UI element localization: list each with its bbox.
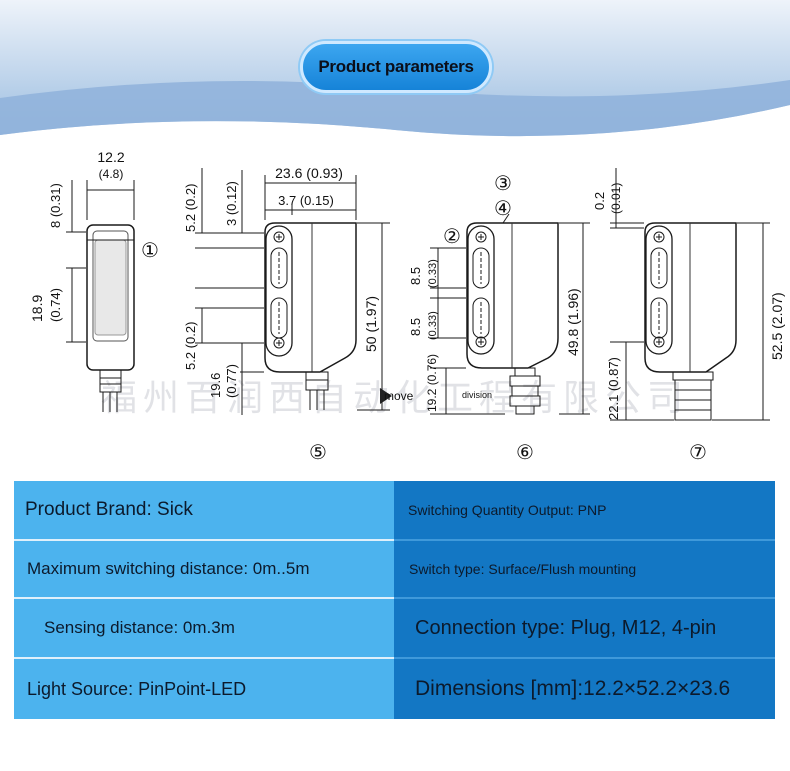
spec-table: Product Brand: Sick Switching Quantity O… xyxy=(14,481,775,719)
view1-body-in: (0.74) xyxy=(48,288,63,322)
view2-top-small: 5.2 (0.2) xyxy=(183,184,198,232)
view2-height: 50 (1.97) xyxy=(363,296,379,352)
spec-row-4-left: Light Source: PinPoint-LED xyxy=(14,659,394,719)
spec-output: Switching Quantity Output: PNP xyxy=(408,502,607,518)
view1-body: 18.9 xyxy=(29,295,45,322)
callout-4: ④ xyxy=(494,198,512,220)
callout-3: ③ xyxy=(494,173,512,195)
callout-7: ⑦ xyxy=(689,442,707,464)
spec-row-2-left: Maximum switching distance: 0m..5m xyxy=(14,541,394,599)
spec-row-2-right: Switch type: Surface/Flush mounting xyxy=(394,541,775,599)
view2-offset: 3.7 (0.15) xyxy=(278,193,334,208)
spec-row-1-left: Product Brand: Sick xyxy=(14,481,394,541)
view3-pitch1-in: (0.33) xyxy=(427,259,439,288)
view2-width: 23.6 (0.93) xyxy=(275,165,343,181)
spec-dimensions: Dimensions [mm]:12.2×52.2×23.6 xyxy=(415,677,731,700)
callout-6: ⑥ xyxy=(516,442,534,464)
spec-row-1-right: Switching Quantity Output: PNP xyxy=(394,481,775,541)
view4-top: 0.2 xyxy=(592,192,607,210)
spec-light-source: Light Source: PinPoint-LED xyxy=(27,678,247,699)
spec-max-distance: Maximum switching distance: 0m..5m xyxy=(27,559,310,578)
view4-lower: 22.1 (0.87) xyxy=(606,357,621,420)
move-label: move xyxy=(384,389,414,403)
view3-note: division xyxy=(462,390,492,400)
view-4-front xyxy=(610,168,770,421)
view3-pitch2: 8.5 xyxy=(408,318,423,336)
view2-bottom-small: 5.2 (0.2) xyxy=(183,322,198,370)
spec-row-4-right: Dimensions [mm]:12.2×52.2×23.6 xyxy=(394,659,775,719)
view4-top-in: (0.01) xyxy=(609,183,623,214)
view-3-front xyxy=(430,213,590,415)
callout-1: ① xyxy=(141,240,159,262)
page-title: Product parameters xyxy=(318,57,474,76)
callout-5: ⑤ xyxy=(309,442,327,464)
spec-switch-type: Switch type: Surface/Flush mounting xyxy=(409,561,637,577)
page-title-pill: Product parameters xyxy=(300,41,492,93)
view3-height: 49.8 (1.96) xyxy=(565,288,581,356)
view2-lower-in: (0.77) xyxy=(224,364,239,398)
view-1-side xyxy=(66,180,135,412)
view2-top-tiny: 3 (0.12) xyxy=(224,181,239,226)
view3-pitch1: 8.5 xyxy=(408,267,423,285)
view1-top: 8 (0.31) xyxy=(48,183,63,228)
spec-brand: Product Brand: Sick xyxy=(25,499,193,520)
spec-row-3-left: Sensing distance: 0m.3m xyxy=(14,599,394,659)
watermark-text: 福州百润西自动化工程有限公司 xyxy=(101,377,689,418)
spec-connection: Connection type: Plug, M12, 4-pin xyxy=(415,616,717,639)
view-2-front xyxy=(195,168,390,415)
dimension-drawing: 福州百润西自动化工程有限公司 12.2 (4.8) 8 (0.31) 18.9 … xyxy=(29,149,785,464)
callout-2: ② xyxy=(443,226,461,248)
view2-lower: 19.6 xyxy=(208,373,223,398)
spec-row-3-right: Connection type: Plug, M12, 4-pin xyxy=(394,599,775,659)
view3-lower: 19.2 (0.76) xyxy=(425,354,439,412)
spec-sensing-distance: Sensing distance: 0m.3m xyxy=(44,618,235,637)
view1-width-in: (4.8) xyxy=(99,167,124,181)
view1-width: 12.2 xyxy=(97,149,124,165)
view3-pitch2-in: (0.33) xyxy=(427,311,439,340)
view4-height: 52.5 (2.07) xyxy=(769,292,785,360)
move-arrow xyxy=(380,388,392,404)
